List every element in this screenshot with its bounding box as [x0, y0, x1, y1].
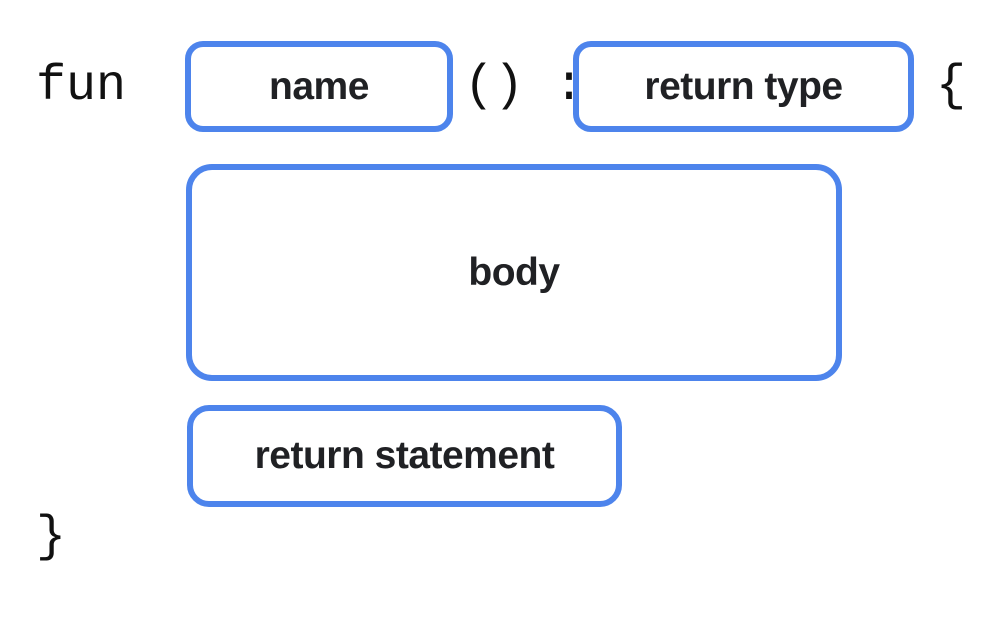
- name-slot-box: name: [185, 41, 453, 132]
- return-type-slot-box: return type: [573, 41, 914, 132]
- fun-keyword: fun: [36, 58, 127, 115]
- close-brace-text: }: [36, 509, 67, 566]
- open-brace-text: {: [936, 58, 967, 115]
- return-statement-slot-label: return statement: [254, 434, 555, 477]
- parentheses-colon-text: () :: [464, 58, 585, 115]
- name-slot-label: name: [269, 64, 369, 108]
- return-statement-slot-box: return statement: [187, 405, 622, 507]
- body-slot-box: body: [186, 164, 842, 381]
- body-slot-label: body: [468, 250, 560, 294]
- return-type-slot-label: return type: [644, 64, 843, 108]
